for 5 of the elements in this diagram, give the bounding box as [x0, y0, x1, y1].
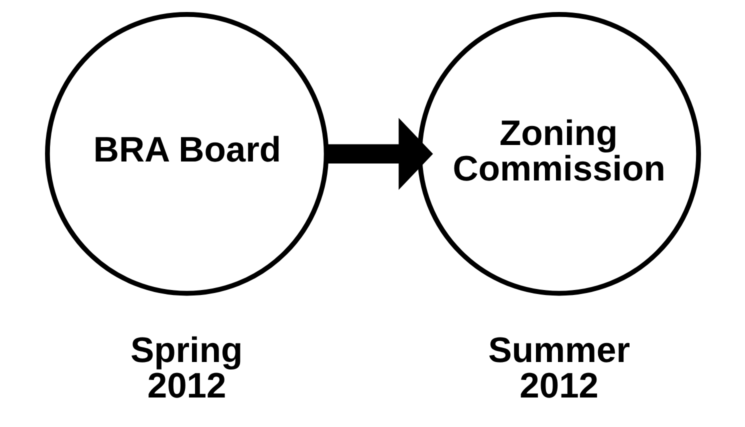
node-label: Summer 2012 — [488, 330, 630, 406]
arrow — [326, 118, 432, 190]
node-circle: Zoning Commission — [416, 12, 700, 296]
node-label: Spring 2012 — [130, 330, 242, 406]
node-circle: BRA Board — [44, 12, 328, 296]
